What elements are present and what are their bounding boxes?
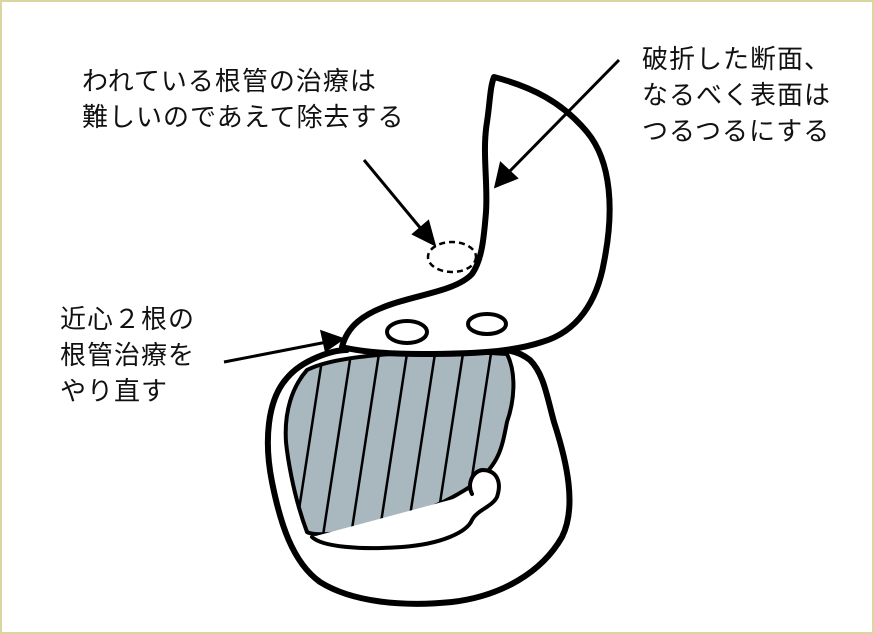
arrow-fracture-surface [505,58,621,176]
label-fracture-surface: 破折した断面、 なるべく表面は つるつるにする [642,45,832,147]
fractured-fragment [339,74,613,357]
annotation-arrows [223,58,621,364]
label-cracked-canal: われている根管の治療は 難しいのであえて除去する [82,67,405,133]
canal-orifice-1 [385,319,429,345]
label-mesial-roots: 近心２根の 根管治療を やり直す [60,305,196,407]
cracked-canal-dashed [426,240,478,274]
arrow-mesial-roots [223,340,328,364]
canal-orifice-2 [466,312,508,336]
pulp-floor [310,468,501,551]
arrow-cracked-canal [362,159,424,231]
